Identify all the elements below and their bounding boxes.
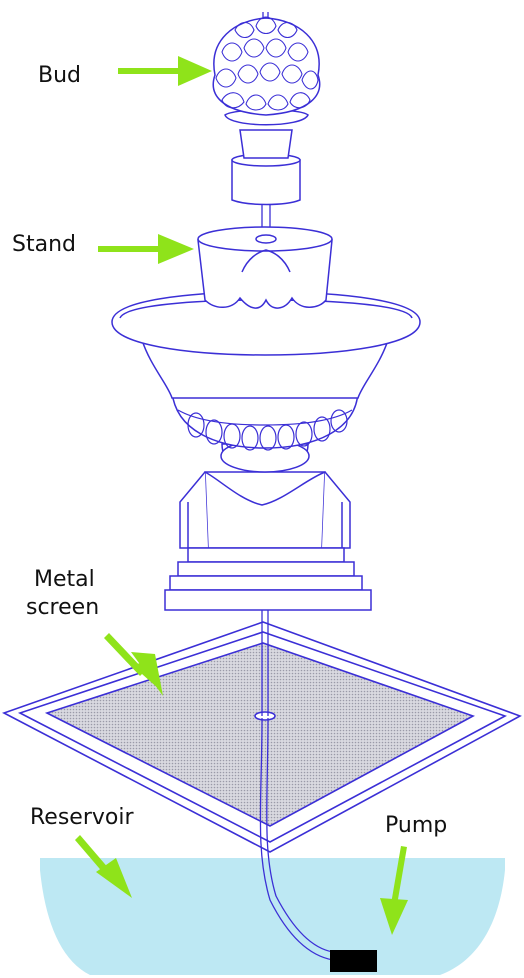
arrow-stand: [98, 234, 194, 264]
bud: [212, 17, 321, 206]
screen-outer-frame: [1, 621, 522, 853]
arrow-reservoir: [75, 835, 132, 898]
label-arrows: [75, 56, 408, 935]
label-reservoir: Reservoir: [30, 805, 134, 830]
label-metal-line1: Metal: [34, 567, 95, 592]
label-pump: Pump: [385, 813, 448, 838]
label-metal-screen: Metal screen: [26, 566, 99, 622]
metal-screen: [1, 621, 522, 853]
arrow-pump: [380, 846, 408, 935]
arrow-metal-screen: [104, 633, 163, 696]
urn-gadroons: [177, 409, 353, 451]
stand-cup: [197, 226, 333, 309]
label-stand: Stand: [12, 232, 76, 257]
bud-petals: [215, 16, 319, 111]
pedestal: [164, 471, 372, 611]
screen-outer-frame-inner-edge: [17, 631, 507, 843]
screen-hole: [254, 711, 276, 721]
label-bud: Bud: [38, 63, 82, 88]
arrow-bud: [118, 56, 212, 86]
reservoir-water: [40, 858, 505, 975]
screen-mesh: [44, 642, 475, 827]
label-metal-line2: screen: [26, 595, 100, 620]
urn-bowl: [111, 291, 421, 473]
pump-box: [330, 950, 377, 972]
